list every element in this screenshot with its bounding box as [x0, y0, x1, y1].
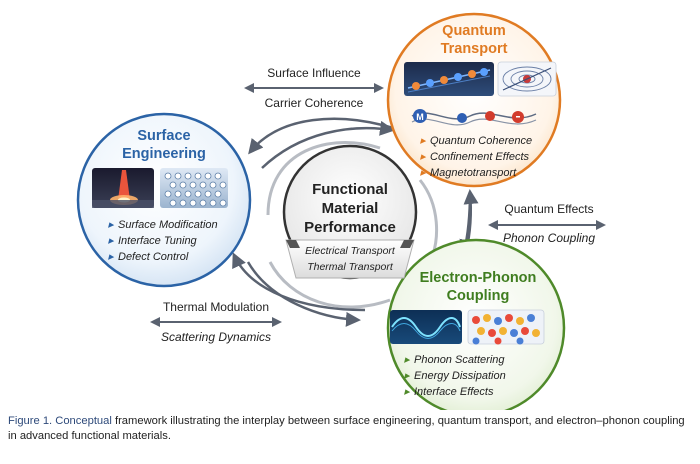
link-right: Quantum Effects Phonon Coupling — [488, 202, 606, 245]
caption-text: framework illustrating the interplay bet… — [8, 415, 685, 442]
node-functional-material-performance: Functional Material Performance Electric… — [282, 144, 418, 280]
link-top-sublabel: Carrier Coherence — [265, 96, 364, 110]
quantum-item-1: Quantum Coherence — [430, 135, 532, 147]
cycle-arrows — [232, 117, 479, 327]
lattice-surface-image — [160, 168, 228, 208]
bullet-icon: ▸ — [420, 167, 427, 179]
inner-arc-top — [266, 141, 381, 216]
center-title-line-2: Material — [322, 200, 379, 217]
link-left: Thermal Modulation Scattering Dynamics — [150, 300, 282, 344]
phonon-item-1: Phonon Scattering — [414, 354, 505, 366]
link-top-label: Surface Influence — [267, 66, 361, 80]
phonon-item-3: Interface Effects — [414, 386, 494, 398]
field-lines-image — [497, 61, 557, 97]
caption-lead: Figure 1. Conceptual — [8, 415, 112, 427]
quantum-title-line-2: Transport — [441, 41, 508, 57]
center-title-line-3: Performance — [304, 219, 396, 236]
link-top: Surface Influence Carrier Coherence — [244, 66, 384, 110]
bullet-icon: ▸ — [404, 386, 411, 398]
laser-surface-image — [92, 168, 154, 208]
surface-item-3: Defect Control — [118, 251, 189, 263]
link-left-label: Thermal Modulation — [163, 300, 269, 314]
link-right-label: Quantum Effects — [504, 202, 593, 216]
quantum-title-line-1: Quantum — [442, 23, 506, 39]
center-sub-1: Electrical Transport — [305, 245, 396, 257]
magnetotransport-image: M — [411, 109, 537, 126]
phonon-wave-image — [390, 310, 462, 344]
node-surface-engineering: Surface Engineering ▸ Surface Modificati… — [76, 112, 252, 288]
phonon-title-line-1: Electron-Phonon — [420, 270, 537, 286]
arrow-surface-to-quantum — [261, 120, 395, 169]
center-ribbon: Electrical Transport Thermal Transport — [285, 239, 415, 279]
bullet-icon: ▸ — [108, 251, 115, 263]
magnet-badge-icon: M — [416, 112, 424, 122]
inner-arc-bottom — [268, 261, 391, 309]
bullet-icon: ▸ — [404, 354, 411, 366]
node-quantum-transport: Quantum Transport M — [386, 12, 562, 188]
phonon-item-2: Energy Dissipation — [414, 370, 506, 382]
nanowire-image — [404, 62, 494, 96]
framework-diagram: Surface Influence Carrier Coherence Quan… — [76, 12, 606, 410]
center-title-line-1: Functional — [312, 181, 388, 198]
center-sub-2: Thermal Transport — [307, 261, 394, 273]
bullet-icon: ▸ — [420, 151, 427, 163]
atom-lattice-image — [467, 309, 545, 345]
surface-title-line-2: Engineering — [122, 146, 206, 162]
arrow-surface-to-phonon — [246, 261, 361, 327]
node-electron-phonon-coupling: Electron-Phonon Coupling ▸ Phonon Scatte… — [386, 238, 566, 410]
surface-title-line-1: Surface — [137, 128, 190, 144]
quantum-item-2: Confinement Effects — [430, 151, 530, 163]
surface-item-2: Interface Tuning — [118, 235, 198, 247]
phonon-title-line-2: Coupling — [447, 288, 510, 304]
bullet-icon: ▸ — [420, 135, 427, 147]
bullet-icon: ▸ — [404, 370, 411, 382]
arrow-quantum-to-surface — [248, 117, 394, 155]
bullet-icon: ▸ — [108, 235, 115, 247]
quantum-circle — [386, 12, 562, 188]
quantum-item-3: Magnetotransport — [430, 167, 517, 179]
link-left-sublabel: Scattering Dynamics — [161, 330, 271, 344]
bullet-icon: ▸ — [108, 219, 115, 231]
surface-item-1: Surface Modification — [118, 219, 218, 231]
figure-caption: Figure 1. Conceptual framework illustrat… — [8, 414, 696, 444]
link-right-sublabel: Phonon Coupling — [503, 231, 595, 245]
